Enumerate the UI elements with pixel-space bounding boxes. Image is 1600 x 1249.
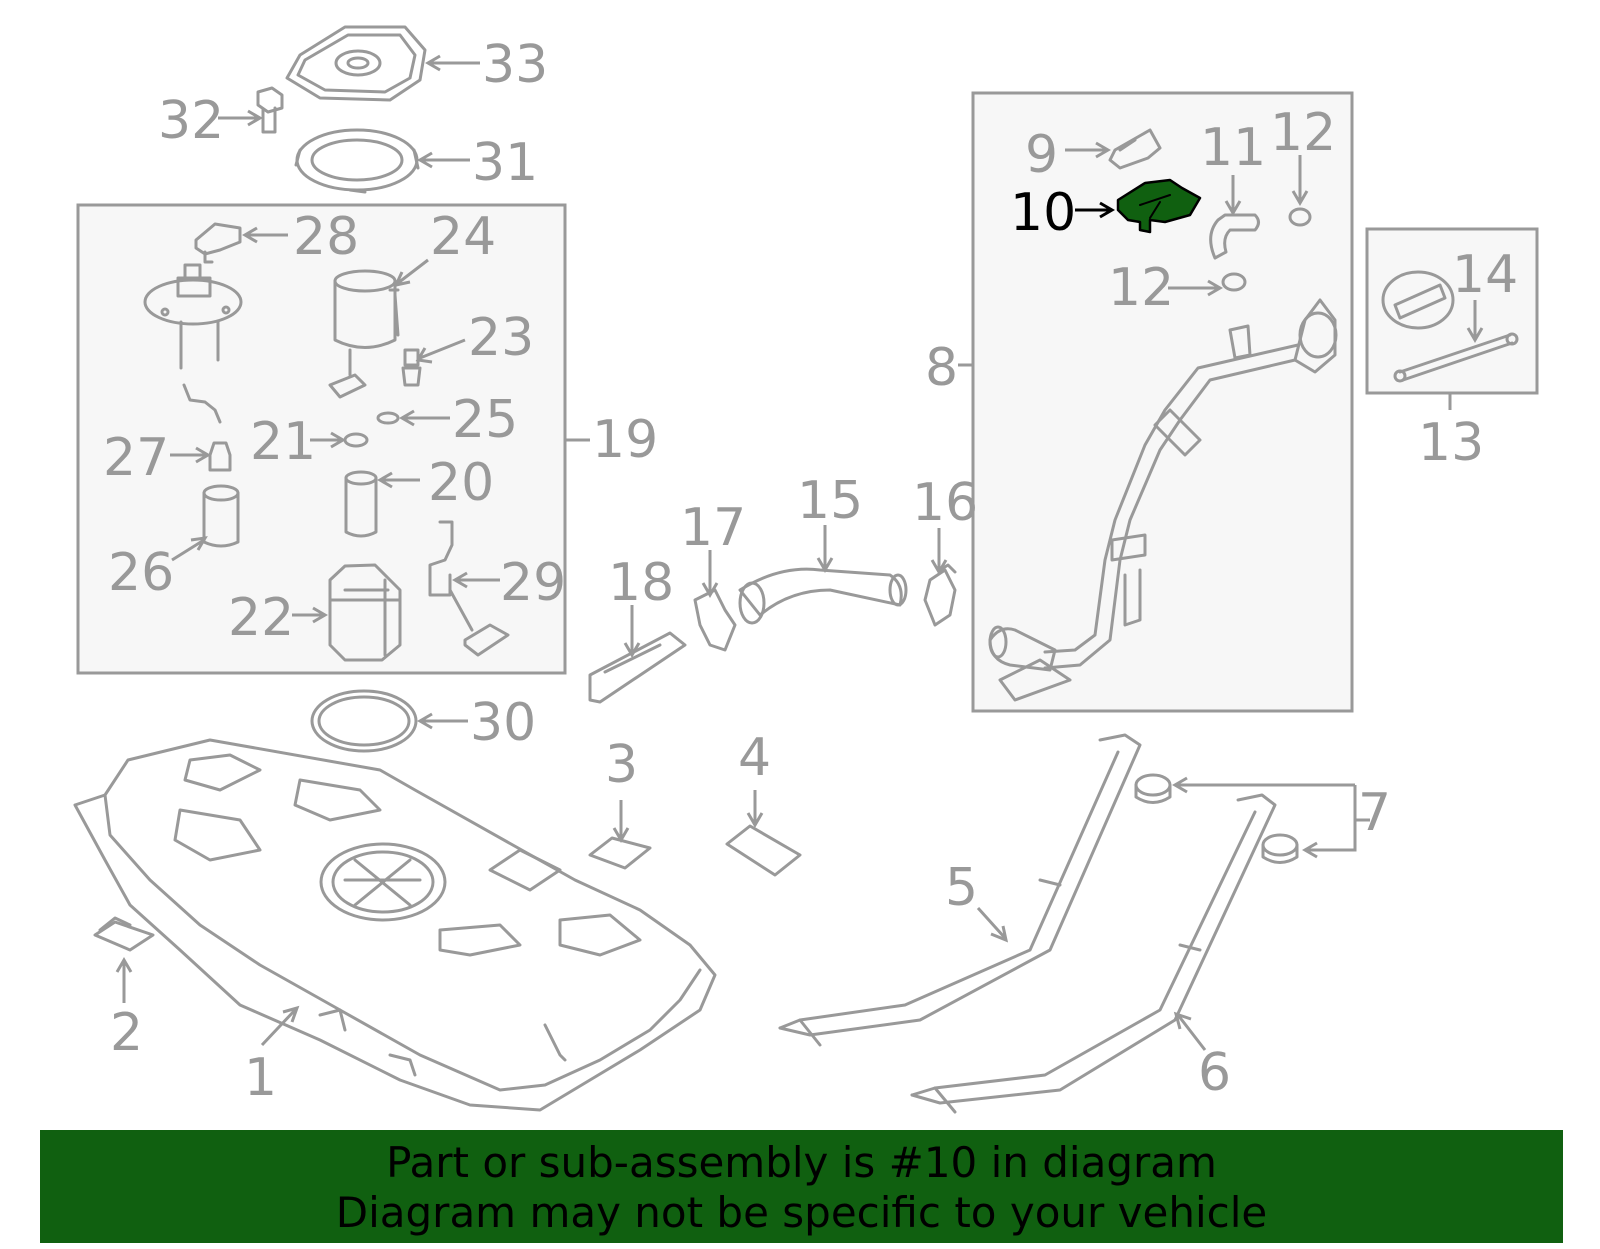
callout-32: 32 — [158, 91, 224, 151]
part-20-pump — [344, 470, 378, 538]
part-25-oring — [376, 411, 400, 425]
part-3-pad — [588, 836, 652, 870]
callout-28: 28 — [293, 207, 359, 267]
leader-arrows — [115, 54, 1484, 1051]
part-12-clip-top — [1288, 207, 1312, 227]
callout-16: 16 — [912, 473, 978, 533]
part-2-pad — [93, 916, 155, 952]
part-6-strap — [910, 793, 1277, 1114]
banner-line-2: Diagram may not be specific to your vehi… — [335, 1188, 1268, 1237]
part-31-ring — [294, 128, 420, 194]
part-1-tank — [73, 738, 717, 1112]
part-17-clamp — [693, 588, 737, 652]
part-30-ring — [310, 689, 418, 753]
part-11-hose — [1209, 213, 1260, 260]
part-4-pad — [725, 824, 802, 877]
part-14-tether — [1393, 332, 1519, 383]
callout-11: 11 — [1200, 118, 1266, 178]
callout-13: 13 — [1418, 413, 1484, 473]
callout-17: 17 — [680, 498, 746, 558]
part-23-valve — [401, 348, 422, 387]
callout-27: 27 — [103, 428, 169, 488]
callout-23: 23 — [468, 308, 534, 368]
callout-26: 26 — [108, 543, 174, 603]
part-29-sender — [428, 520, 510, 657]
callout-22: 22 — [228, 588, 294, 648]
callout-10[interactable]: 10 — [1010, 183, 1076, 243]
part-12-clip-mid — [1221, 272, 1247, 292]
part-24-filter — [328, 269, 400, 399]
part-18-shield — [588, 631, 687, 704]
part-16-clamp — [923, 563, 957, 627]
part-28-connector — [194, 222, 242, 264]
group-box-13 — [1365, 227, 1539, 395]
part-7-nuts — [1134, 773, 1299, 864]
callout-21: 21 — [250, 412, 316, 472]
callout-1: 1 — [244, 1048, 277, 1108]
part-pump-flange — [143, 263, 243, 370]
callout-25: 25 — [452, 390, 518, 450]
part-9-bracket — [1108, 128, 1162, 170]
banner-line-1: Part or sub-assembly is #10 in diagram — [386, 1138, 1217, 1187]
callout-6: 6 — [1198, 1043, 1231, 1103]
part-8-filler-neck — [988, 298, 1338, 702]
callout-20: 20 — [428, 453, 494, 513]
callout-7: 7 — [1358, 783, 1391, 843]
part-22-reservoir — [328, 563, 402, 662]
callout-24: 24 — [430, 207, 496, 267]
callout-5: 5 — [945, 858, 978, 918]
part-15-hose — [738, 567, 908, 625]
callout-12-mid: 12 — [1108, 258, 1174, 318]
part-32-bolt — [256, 86, 284, 134]
callout-14: 14 — [1452, 245, 1518, 305]
callout-12-top: 12 — [1270, 103, 1336, 163]
callout-3: 3 — [605, 735, 638, 795]
callout-4: 4 — [738, 728, 771, 788]
part-33-cover — [285, 25, 427, 102]
callout-33: 33 — [482, 35, 548, 95]
callout-8: 8 — [925, 338, 958, 398]
callout-29: 29 — [500, 553, 566, 613]
callout-31: 31 — [472, 133, 538, 193]
callout-19: 19 — [592, 410, 658, 470]
callout-30: 30 — [470, 693, 536, 753]
part-5-strap — [778, 733, 1142, 1047]
part-cap — [1381, 270, 1455, 330]
callout-15: 15 — [797, 471, 863, 531]
part-10-canister[interactable] — [1116, 178, 1202, 234]
callout-2: 2 — [110, 1003, 143, 1063]
info-banner: Part or sub-assembly is #10 in diagram D… — [40, 1130, 1563, 1243]
callout-labels: 33 32 31 28 24 23 25 21 19 27 20 26 29 2… — [103, 35, 1518, 1108]
part-hose-small — [182, 383, 222, 424]
callout-9: 9 — [1025, 125, 1058, 185]
callout-18: 18 — [608, 553, 674, 613]
